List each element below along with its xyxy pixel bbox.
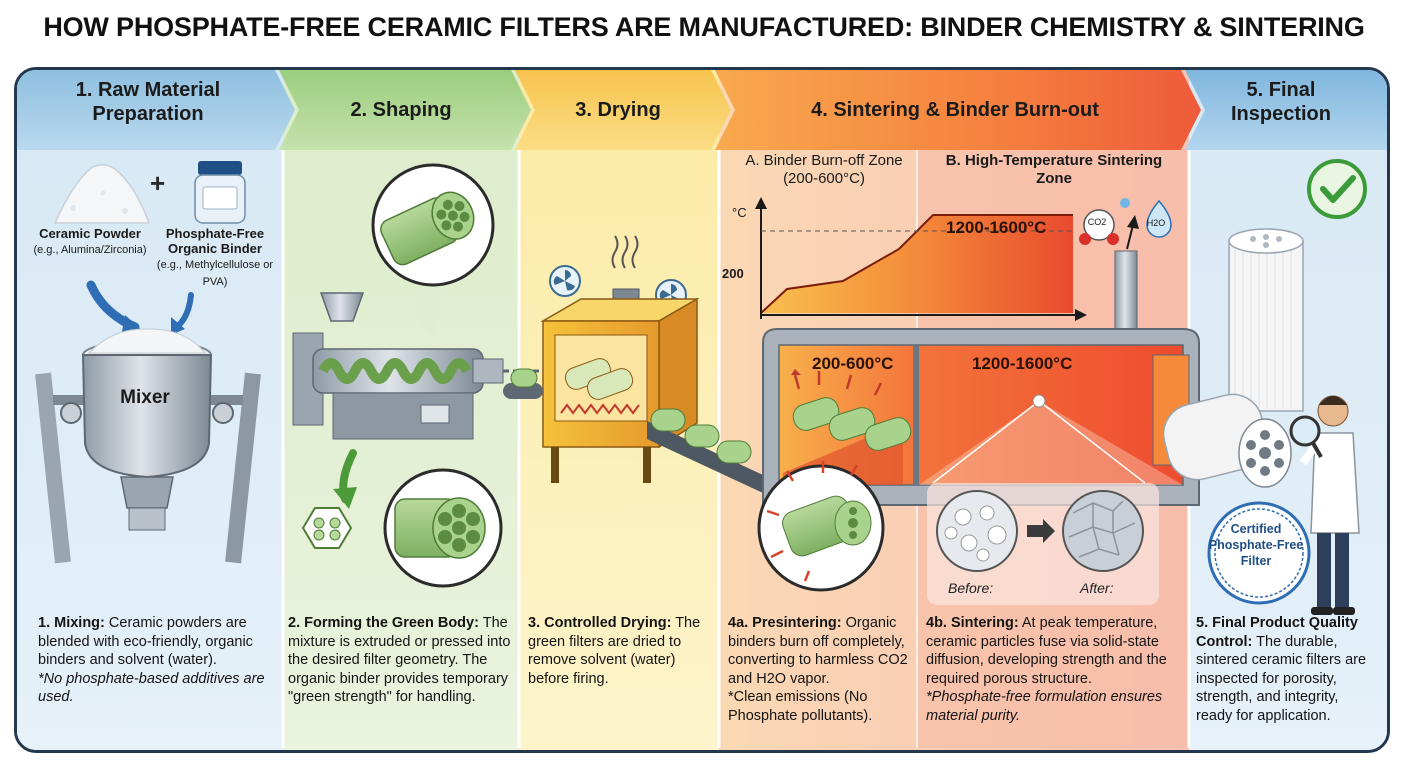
finished-filter-icon: [1162, 228, 1304, 488]
zone-b-temperature: 1200-1600°C: [972, 354, 1073, 373]
stage-5-description: 5. Final Product Quality Control: The du…: [1196, 615, 1367, 724]
extruded-profile-magnifier-icon: [371, 163, 495, 287]
before-label: Before:: [948, 580, 994, 596]
ceramic-powder-label: Ceramic Powder (e.g., Alumina/Zirconia): [22, 226, 158, 258]
binder-arrow-icon: [176, 292, 194, 328]
mixer-icon: [35, 328, 261, 564]
microstructure-arrow-icon: [1027, 519, 1055, 543]
hexagon-cross-section-icon: [301, 507, 353, 549]
co2-molecule-icon: [1079, 209, 1119, 245]
co2-label: CO2: [1087, 217, 1107, 227]
after-label: After:: [1080, 580, 1114, 596]
h2o-drop-icon: [1120, 198, 1172, 238]
stage-4-header: 4. Sintering & Binder Burn-out: [811, 99, 1099, 121]
temperature-profile-chart: [755, 197, 1087, 321]
green-body-magnifier-icon: [383, 468, 503, 588]
certified-badge-text: Certified Phosphate-Free Filter: [1208, 522, 1304, 568]
inspector-person-icon: [1289, 395, 1360, 615]
after-microstructure-icon: [1062, 490, 1144, 572]
process-illustration: [17, 70, 1387, 750]
ceramic-powder-name: Ceramic Powder: [39, 226, 141, 241]
stage-4b-description: 4b. Sintering: At peak temperature, cera…: [926, 615, 1167, 724]
fan-icon-left: [549, 265, 581, 297]
binder-label: Phosphate-Free Organic Binder (e.g., Met…: [150, 226, 280, 290]
ceramic-powder-pile-icon: [53, 164, 151, 224]
stage-2-header: 2. Shaping: [350, 99, 452, 121]
stage-1-description: 1. Mixing: Ceramic powders are blended w…: [38, 615, 265, 705]
page-title: HOW PHOSPHATE-FREE CERAMIC FILTERS ARE M…: [43, 12, 1365, 42]
binder-jar-icon: [194, 161, 246, 224]
h2o-label: H2O: [1146, 218, 1166, 228]
sintering-kiln-icon: [762, 328, 1200, 506]
before-microstructure-icon: [936, 490, 1018, 572]
stage-2-description: 2. Forming the Green Body: The mixture i…: [288, 615, 511, 705]
chart-y-unit: °C: [732, 205, 747, 220]
zone-b-label: B. High-Temperature Sintering Zone: [945, 152, 1163, 187]
stage-5-header: 5. Final Inspection: [1230, 79, 1331, 125]
binder-example: (e.g., Methylcellulose or PVA): [156, 259, 274, 288]
zone-a-label: A. Binder Burn-off Zone (200-600°C): [745, 152, 903, 187]
binder-name: Phosphate-Free Organic Binder: [165, 226, 265, 256]
conveyor-belt-icon: [503, 368, 763, 493]
diagram-frame: [14, 67, 1390, 753]
chart-y-tick: 200: [722, 266, 744, 281]
stage-4a-description: 4a. Presintering: Organic binders burn o…: [728, 615, 908, 724]
certified-badge-icon: [1207, 501, 1311, 605]
plus-sign: +: [150, 168, 166, 198]
checkmark-icon: [1307, 159, 1367, 219]
stage-1-header: 1. Raw Material Preparation: [75, 79, 221, 125]
mixer-label: Mixer: [120, 387, 170, 408]
steam-icon: [611, 235, 639, 269]
zone-a-temperature: 200-600°C: [812, 354, 894, 373]
stage-3-header: 3. Drying: [575, 99, 661, 121]
chart-peak-label: 1200-1600°C: [946, 218, 1047, 237]
stage-3-description: 3. Controlled Drying: The green filters …: [528, 615, 701, 687]
dryer-oven-icon: [540, 297, 700, 483]
extruder-machine-icon: [292, 292, 504, 440]
ceramic-powder-example: (e.g., Alumina/Zirconia): [33, 244, 147, 256]
burnout-magnifier-icon: [757, 461, 885, 592]
